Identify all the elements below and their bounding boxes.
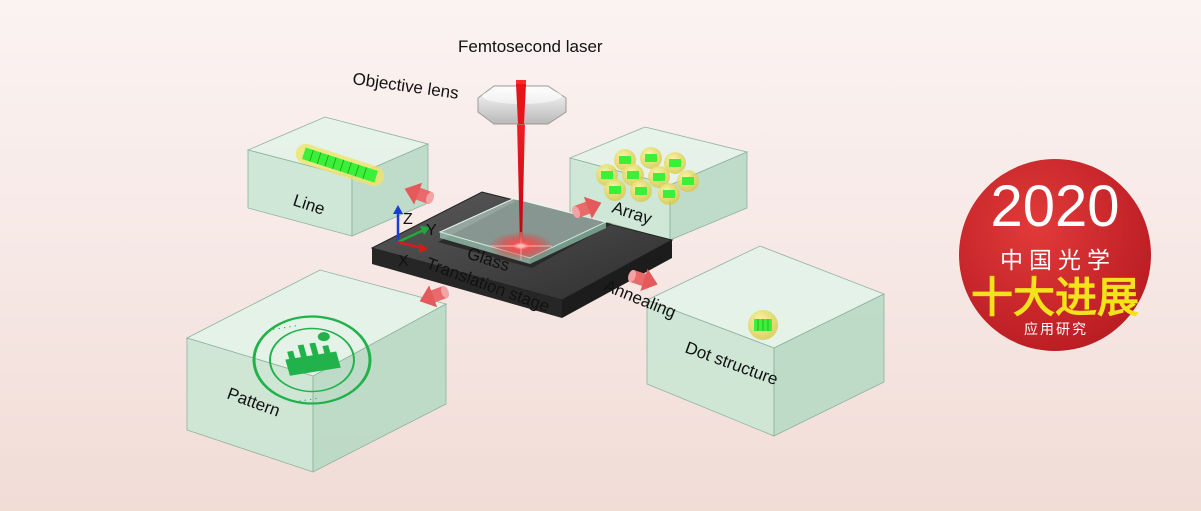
dot-nanostructure — [748, 310, 778, 340]
objective-lens — [477, 84, 567, 125]
badge-line3: 应用研究 — [1024, 321, 1088, 338]
array-block: Array — [568, 126, 749, 241]
pattern-block: · · · · · · · · · · Pattern — [185, 269, 448, 473]
xyz-axes: Z Y X — [393, 205, 437, 270]
svg-text:· · · · ·: · · · · · — [272, 322, 299, 333]
badge-line2: 十大进展 — [971, 273, 1139, 322]
badge-line1: 中国光学 — [1000, 248, 1116, 274]
award-badge: 2020 中国光学 十大进展 应用研究 — [959, 159, 1151, 351]
dot-structure-block: Dot structure — [645, 245, 885, 437]
line-nanostructure — [295, 143, 385, 187]
svg-text:· · · · ·: · · · · · — [292, 395, 319, 406]
y-axis-label: Y — [426, 222, 437, 239]
badge-year: 2020 — [990, 174, 1119, 239]
line-block: Line — [246, 116, 430, 237]
z-axis-label: Z — [403, 211, 413, 228]
laser-label: Femtosecond laser — [458, 37, 603, 56]
university-seal-pattern: · · · · · · · · · · — [252, 315, 372, 406]
array-nanostructures — [596, 147, 699, 205]
x-axis-label: X — [398, 253, 409, 270]
objective-label: Objective lens — [351, 69, 459, 103]
